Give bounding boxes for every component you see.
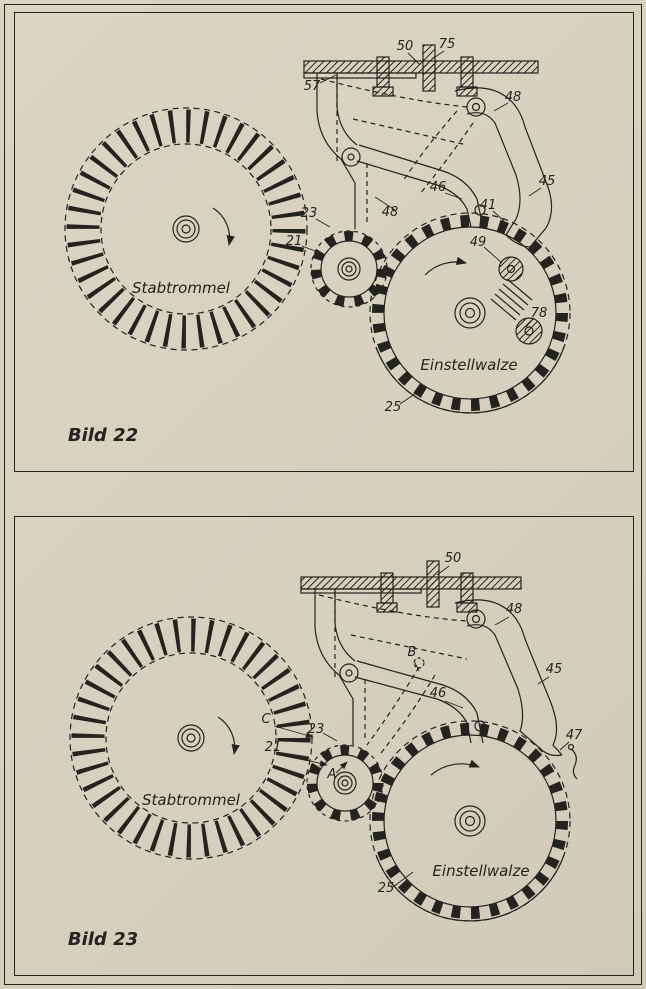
label-41: 41 xyxy=(480,198,497,213)
label-50: 50 xyxy=(397,39,414,54)
sprocket-teeth xyxy=(311,231,387,307)
drum-slot-ring xyxy=(66,109,306,349)
einstellwalze-gear xyxy=(369,212,571,414)
bild22-drawing xyxy=(64,44,571,414)
bolt-left xyxy=(376,56,390,88)
knurled-knob-upper xyxy=(498,256,524,282)
sprocket-teeth xyxy=(307,745,383,821)
bild23-labels: 50 48 45 46 47 B C 23 21 A 25 Stabtromme… xyxy=(68,551,583,950)
mounting-rail xyxy=(303,44,539,97)
label-46: 46 xyxy=(430,180,447,195)
drive-sprocket xyxy=(310,230,388,308)
support-plate xyxy=(303,72,417,79)
roller-rotation-arrow xyxy=(424,256,468,276)
bild23-drawing xyxy=(69,560,578,922)
drum-rotation-arrow xyxy=(212,207,235,247)
stab-drum xyxy=(69,616,313,860)
stabtrommel-label: Stabtrommel xyxy=(142,791,241,809)
bolt-left xyxy=(380,572,394,604)
label-78: 78 xyxy=(531,306,548,321)
label-45: 45 xyxy=(539,174,556,189)
drum-rotation-arrow xyxy=(217,716,240,756)
gear-teeth xyxy=(372,723,568,919)
label-23: 23 xyxy=(308,722,325,737)
figure-caption: Bild 23 xyxy=(68,929,138,950)
stabtrommel-label: Stabtrommel xyxy=(132,279,231,297)
label-25: 25 xyxy=(385,400,402,415)
figure-bild-22: 50 75 57 48 45 46 41 49 48 23 21 78 25 S… xyxy=(14,12,634,472)
label-23: 23 xyxy=(301,206,318,221)
label-A: A xyxy=(327,767,337,782)
label-48-top: 48 xyxy=(505,90,522,105)
label-45: 45 xyxy=(546,662,563,677)
bolt-right xyxy=(460,56,474,88)
einstellwalze-label: Einstellwalze xyxy=(432,862,529,880)
bild22-labels: 50 75 57 48 45 46 41 49 48 23 21 78 25 S… xyxy=(68,37,555,446)
mounting-rail xyxy=(300,560,522,613)
pawl-lever-assembly xyxy=(316,73,553,345)
label-B: B xyxy=(408,645,417,660)
label-46: 46 xyxy=(430,686,447,701)
einstellwalze-label: Einstellwalze xyxy=(420,356,517,374)
einstellwalze-gear xyxy=(369,720,571,922)
label-25: 25 xyxy=(378,881,395,896)
knurled-knob-lower xyxy=(515,317,543,345)
gear-teeth xyxy=(372,215,568,411)
label-48: 48 xyxy=(506,602,523,617)
label-C: C xyxy=(261,712,271,727)
label-21: 21 xyxy=(286,234,303,249)
stab-drum xyxy=(64,107,308,351)
bolt-tall xyxy=(426,560,440,608)
latch-hook xyxy=(570,748,578,780)
leader-lines xyxy=(273,565,570,888)
drum-slot-ring xyxy=(71,618,311,858)
figure-caption: Bild 22 xyxy=(68,425,138,446)
roller-rotation-arrow xyxy=(430,759,480,776)
figure-bild-23: 50 48 45 46 47 B C 23 21 A 25 Stabtromme… xyxy=(14,516,634,976)
drive-sprocket xyxy=(306,744,384,822)
label-47: 47 xyxy=(566,728,583,743)
support-plate xyxy=(300,588,422,594)
label-75: 75 xyxy=(439,37,456,52)
label-48-left: 48 xyxy=(382,205,399,220)
pawl-lever-assembly xyxy=(314,589,578,780)
leader-lines xyxy=(301,50,542,405)
label-49: 49 xyxy=(470,235,487,250)
bolt-tall xyxy=(422,44,436,92)
bolt-right xyxy=(460,572,474,604)
label-57: 57 xyxy=(304,79,321,94)
label-21: 21 xyxy=(265,740,282,755)
label-50: 50 xyxy=(445,551,462,566)
